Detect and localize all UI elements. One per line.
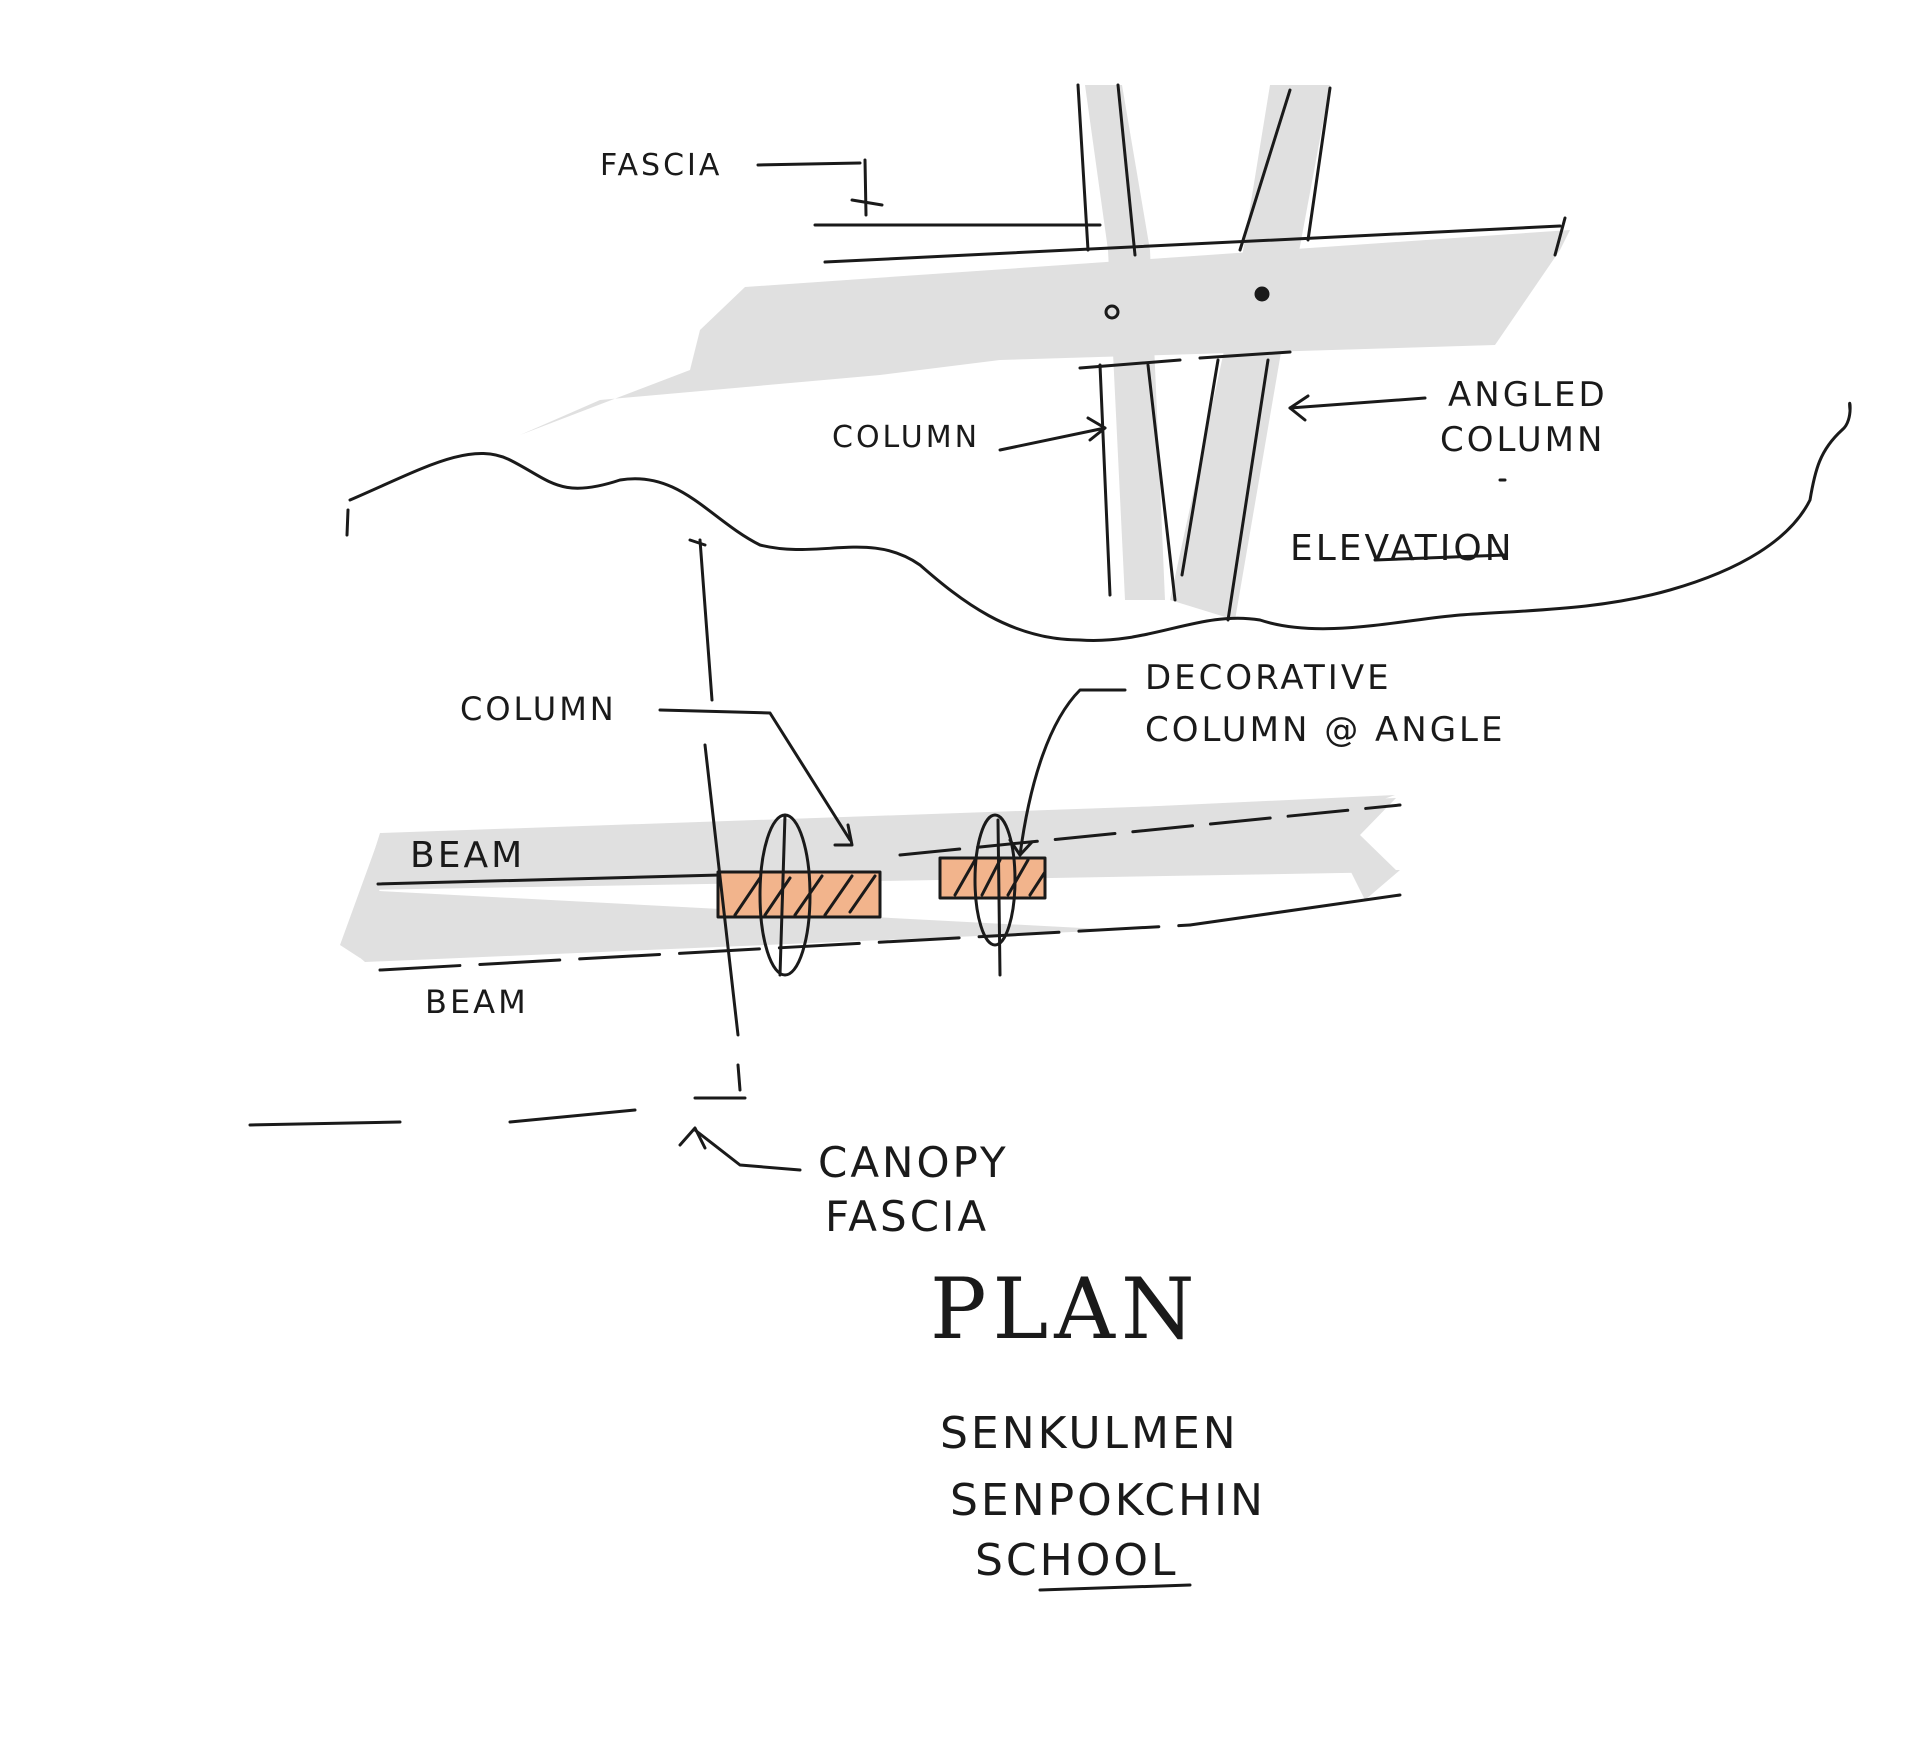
school-name-line3: SCHOOL	[975, 1535, 1179, 1586]
canopy-fascia-label-line2: FASCIA	[825, 1192, 990, 1241]
decorative-label-line1: DECORATIVE	[1145, 658, 1392, 698]
elevation-angled-column	[1170, 85, 1330, 620]
beam-top-label: BEAM	[410, 835, 526, 876]
decorative-label-line2: COLUMN @ ANGLE	[1145, 710, 1506, 750]
plan-decorative-column	[938, 856, 1047, 900]
school-name-line1: SENKULMEN	[940, 1408, 1239, 1459]
plan-drawing	[248, 478, 1507, 1592]
fascia-label: FASCIA	[600, 148, 723, 183]
angled-column-label-line1: ANGLED	[1448, 375, 1608, 415]
plan-title: PLAN	[930, 1260, 1201, 1358]
elevation-column-label: COLUMN	[832, 420, 981, 455]
elevation-drawing	[520, 83, 1570, 622]
elevation-canopy-band	[520, 230, 1570, 435]
cloud-boundary	[348, 401, 1852, 642]
elevation-column	[1085, 85, 1165, 600]
school-name-line2: SENPOKCHIN	[950, 1475, 1266, 1526]
plan-column-label: COLUMN	[460, 690, 617, 728]
beam-bottom-label: BEAM	[425, 983, 529, 1021]
angled-column-label-line2: COLUMN	[1440, 420, 1606, 460]
canopy-fascia-label-line1: CANOPY	[818, 1138, 1009, 1187]
elevation-title: ELEVATION	[1290, 528, 1515, 569]
